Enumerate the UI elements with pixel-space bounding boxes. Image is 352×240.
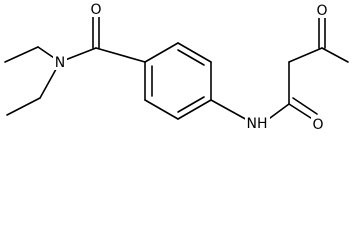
- bond-ring-4: [177, 99, 212, 120]
- bond-anilide-co-2: [292, 97, 318, 115]
- structure-diagram: O N NH O O: [4, 1, 349, 133]
- bond-ring-inner-2: [177, 96, 205, 113]
- atom-label-diethyl-nitrogen: N: [55, 55, 65, 71]
- bond-anilide-co-1: [288, 103, 315, 121]
- atom-labels: O N NH O O: [53, 1, 329, 133]
- atom-label-ketone-oxygen: O: [316, 3, 327, 19]
- bond-carbonyl-ring: [95, 47, 146, 63]
- bond-ketone-ch3: [321, 47, 349, 63]
- bond-ch2-ketone: [288, 47, 323, 63]
- bond-ethyl2-ch3: [6, 97, 41, 116]
- bond-ring-inner-1: [177, 49, 205, 66]
- bond-ring-nh: [210, 99, 250, 122]
- bond-ethyl1-ch3: [4, 46, 39, 63]
- bond-ring-1: [144, 42, 179, 63]
- atom-label-anilide-oxygen: O: [312, 117, 323, 133]
- atom-label-anilide-nh: NH: [247, 116, 268, 132]
- bond-ring-2: [177, 42, 212, 63]
- atom-label-amide-oxygen: O: [90, 2, 101, 18]
- bonds: [4, 13, 349, 122]
- bond-ring-5: [144, 99, 179, 120]
